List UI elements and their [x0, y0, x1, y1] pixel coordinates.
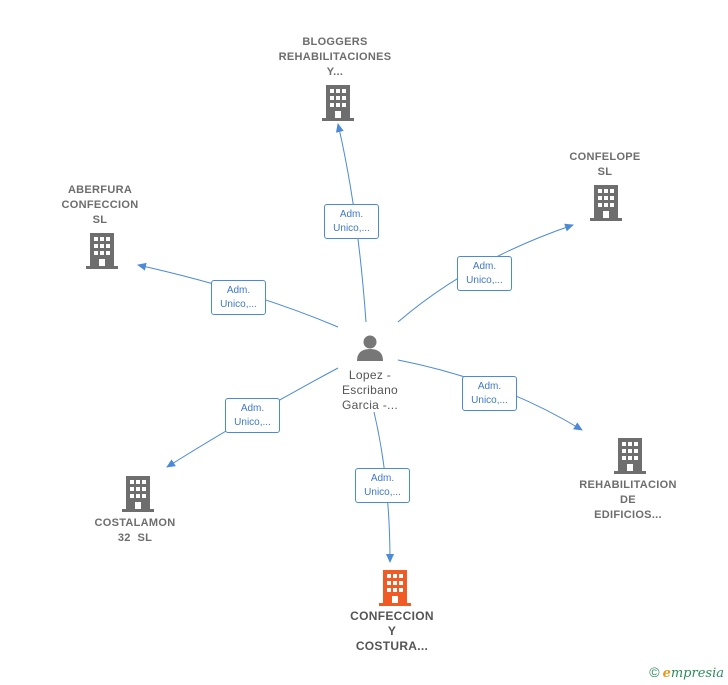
- edge-label-line: Unico,...: [333, 223, 370, 234]
- edge-label-line: Adm.: [477, 381, 502, 392]
- node-label-line: CONFECCION: [61, 199, 139, 211]
- center-person-label[interactable]: Lopez - Escribano Garcia -...: [320, 368, 420, 413]
- edge-label-aberfura[interactable]: Adm. Unico,...: [211, 280, 266, 315]
- node-label-confeccion[interactable]: CONFECCION Y COSTURA...: [330, 609, 454, 654]
- node-label-line: COSTURA...: [355, 639, 429, 653]
- node-label-line: REHABILITACIONES: [278, 51, 392, 63]
- node-label-costalamon[interactable]: COSTALAMON 32 SL: [85, 516, 185, 546]
- node-label-line: CONFELOPE: [569, 151, 641, 163]
- node-label-line: SL: [597, 166, 613, 178]
- node-label-confelope[interactable]: CONFELOPE SL: [555, 150, 655, 180]
- node-label-line: 32 SL: [117, 532, 153, 544]
- edge-label-line: Adm.: [240, 403, 265, 414]
- center-label-line: Garcia -...: [342, 398, 398, 412]
- node-label-line: Y...: [326, 66, 344, 78]
- brand-logo-text: mpresia: [670, 666, 724, 681]
- copyright-symbol: ©: [649, 664, 660, 680]
- building-icon[interactable]: [322, 85, 354, 126]
- edge-label-line: Unico,...: [364, 487, 401, 498]
- brand-footer[interactable]: ©empresia: [649, 664, 724, 681]
- center-label-line: Escribano: [341, 383, 399, 397]
- node-label-rehabilitacion[interactable]: REHABILITACION DE EDIFICIOS...: [568, 478, 688, 523]
- node-label-bloggers[interactable]: BLOGGERS REHABILITACIONES Y...: [265, 35, 405, 80]
- node-label-line: DE: [620, 494, 636, 506]
- edge-label-confelope[interactable]: Adm. Unico,...: [457, 256, 512, 291]
- building-icon[interactable]: [614, 438, 646, 479]
- node-label-line: SL: [92, 214, 108, 226]
- edge-label-line: Adm.: [226, 285, 251, 296]
- building-icon[interactable]: [86, 233, 118, 274]
- edge-label-costalamon[interactable]: Adm. Unico,...: [225, 398, 280, 433]
- edge-label-line: Unico,...: [466, 275, 503, 286]
- person-icon[interactable]: [356, 333, 384, 361]
- node-label-line: ABERFURA: [67, 184, 133, 196]
- edge-label-line: Adm.: [370, 473, 395, 484]
- building-icon[interactable]: [590, 185, 622, 226]
- center-label-line: Lopez -: [348, 368, 392, 382]
- edge-label-bloggers[interactable]: Adm. Unico,...: [324, 204, 379, 239]
- node-label-line: CONFECCION: [350, 609, 434, 623]
- edge-label-confeccion[interactable]: Adm. Unico,...: [355, 468, 410, 503]
- edge-label-line: Adm.: [472, 261, 497, 272]
- node-label-aberfura[interactable]: ABERFURA CONFECCION SL: [50, 183, 150, 228]
- node-label-line: EDIFICIOS...: [594, 509, 662, 521]
- edge-label-line: Adm.: [339, 209, 364, 220]
- node-label-line: COSTALAMON: [94, 517, 176, 529]
- node-label-line: REHABILITACION: [579, 479, 677, 491]
- edge-label-line: Unico,...: [220, 299, 257, 310]
- building-icon-highlight[interactable]: [379, 570, 411, 611]
- node-label-line: BLOGGERS: [302, 36, 368, 48]
- edge-label-rehabilitacion[interactable]: Adm. Unico,...: [462, 376, 517, 411]
- node-label-line: Y: [387, 624, 397, 638]
- brand-logo-initial: e: [662, 666, 671, 681]
- edge-label-line: Unico,...: [234, 417, 271, 428]
- building-icon[interactable]: [122, 476, 154, 517]
- edge-label-line: Unico,...: [471, 395, 508, 406]
